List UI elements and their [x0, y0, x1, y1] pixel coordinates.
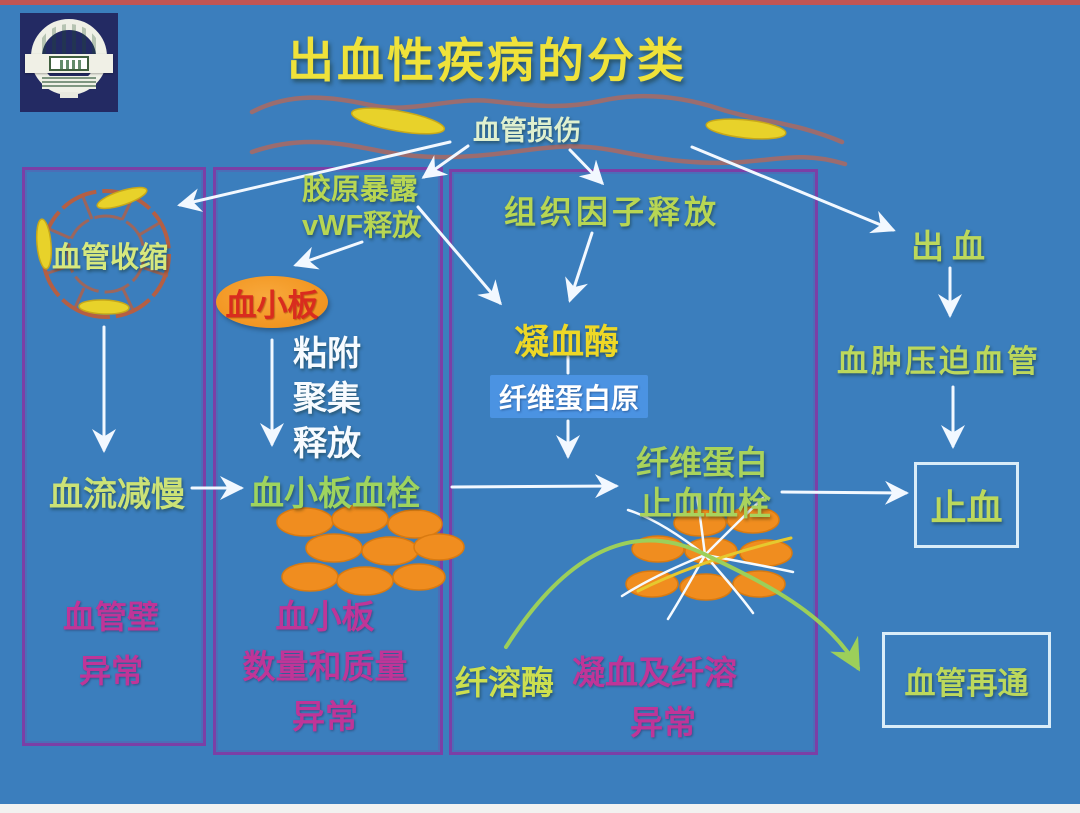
- top-red-bar: [0, 0, 1080, 5]
- hospital-logo: [20, 13, 118, 112]
- platelet-node: 血小板: [216, 276, 328, 328]
- collagen-exposure-label: 胶原暴露: [302, 174, 419, 206]
- vessel-wall-abnormality-label: 血管壁 异常: [62, 599, 159, 689]
- hematoma-compression-label: 血肿压迫血管: [837, 344, 1041, 379]
- vessel-injury-label: 血管损伤: [473, 116, 581, 146]
- adhesion-label: 粘附: [293, 335, 361, 373]
- bleeding-label: 出血: [911, 228, 993, 265]
- recanalization-label: 血管再通: [904, 665, 1029, 701]
- recanalization-box: 血管再通: [882, 632, 1051, 728]
- tissue-factor-release-label: 组织因子释放: [504, 194, 721, 230]
- aggregation-label: 聚集: [293, 380, 361, 418]
- logo-year-plate: [49, 56, 89, 71]
- platelet-abnormality-label: 血小板 数量和质量 异常: [242, 598, 408, 735]
- vwf-release-label: vWF释放: [302, 210, 422, 242]
- plasmin-label: 纤溶酶: [455, 664, 554, 701]
- logo-subtext: [42, 76, 96, 89]
- slowed-blood-flow-label: 血流减慢: [49, 476, 185, 514]
- vasoconstriction-label: 血管收缩: [52, 242, 169, 274]
- vessel-wall-branch-box: [22, 167, 206, 746]
- page-title: 出血性疾病的分类: [287, 34, 687, 87]
- hemostasis-label: 止血: [930, 487, 1003, 528]
- fibrin-label-line2: 止血血栓: [639, 485, 771, 522]
- coagulation-branch-box: [449, 169, 818, 755]
- bottom-white-strip: [0, 804, 1080, 813]
- hemostasis-box: 止血: [914, 462, 1019, 548]
- platelet-label: 血小板: [225, 287, 319, 323]
- platelet-thrombus-label: 血小板血栓: [250, 475, 420, 513]
- fibrin-label-line1: 纤维蛋白: [636, 444, 768, 481]
- logo-base: [60, 92, 78, 98]
- fibrinogen-chip: 纤维蛋白原: [490, 375, 648, 418]
- coagulation-abnormality-line1: 凝血及纤溶: [572, 654, 737, 691]
- thrombin-label: 凝血酶: [514, 323, 620, 362]
- fibrinogen-label: 纤维蛋白原: [498, 382, 639, 414]
- release-label: 释放: [293, 425, 361, 463]
- coagulation-abnormality-line2: 异常: [630, 704, 696, 741]
